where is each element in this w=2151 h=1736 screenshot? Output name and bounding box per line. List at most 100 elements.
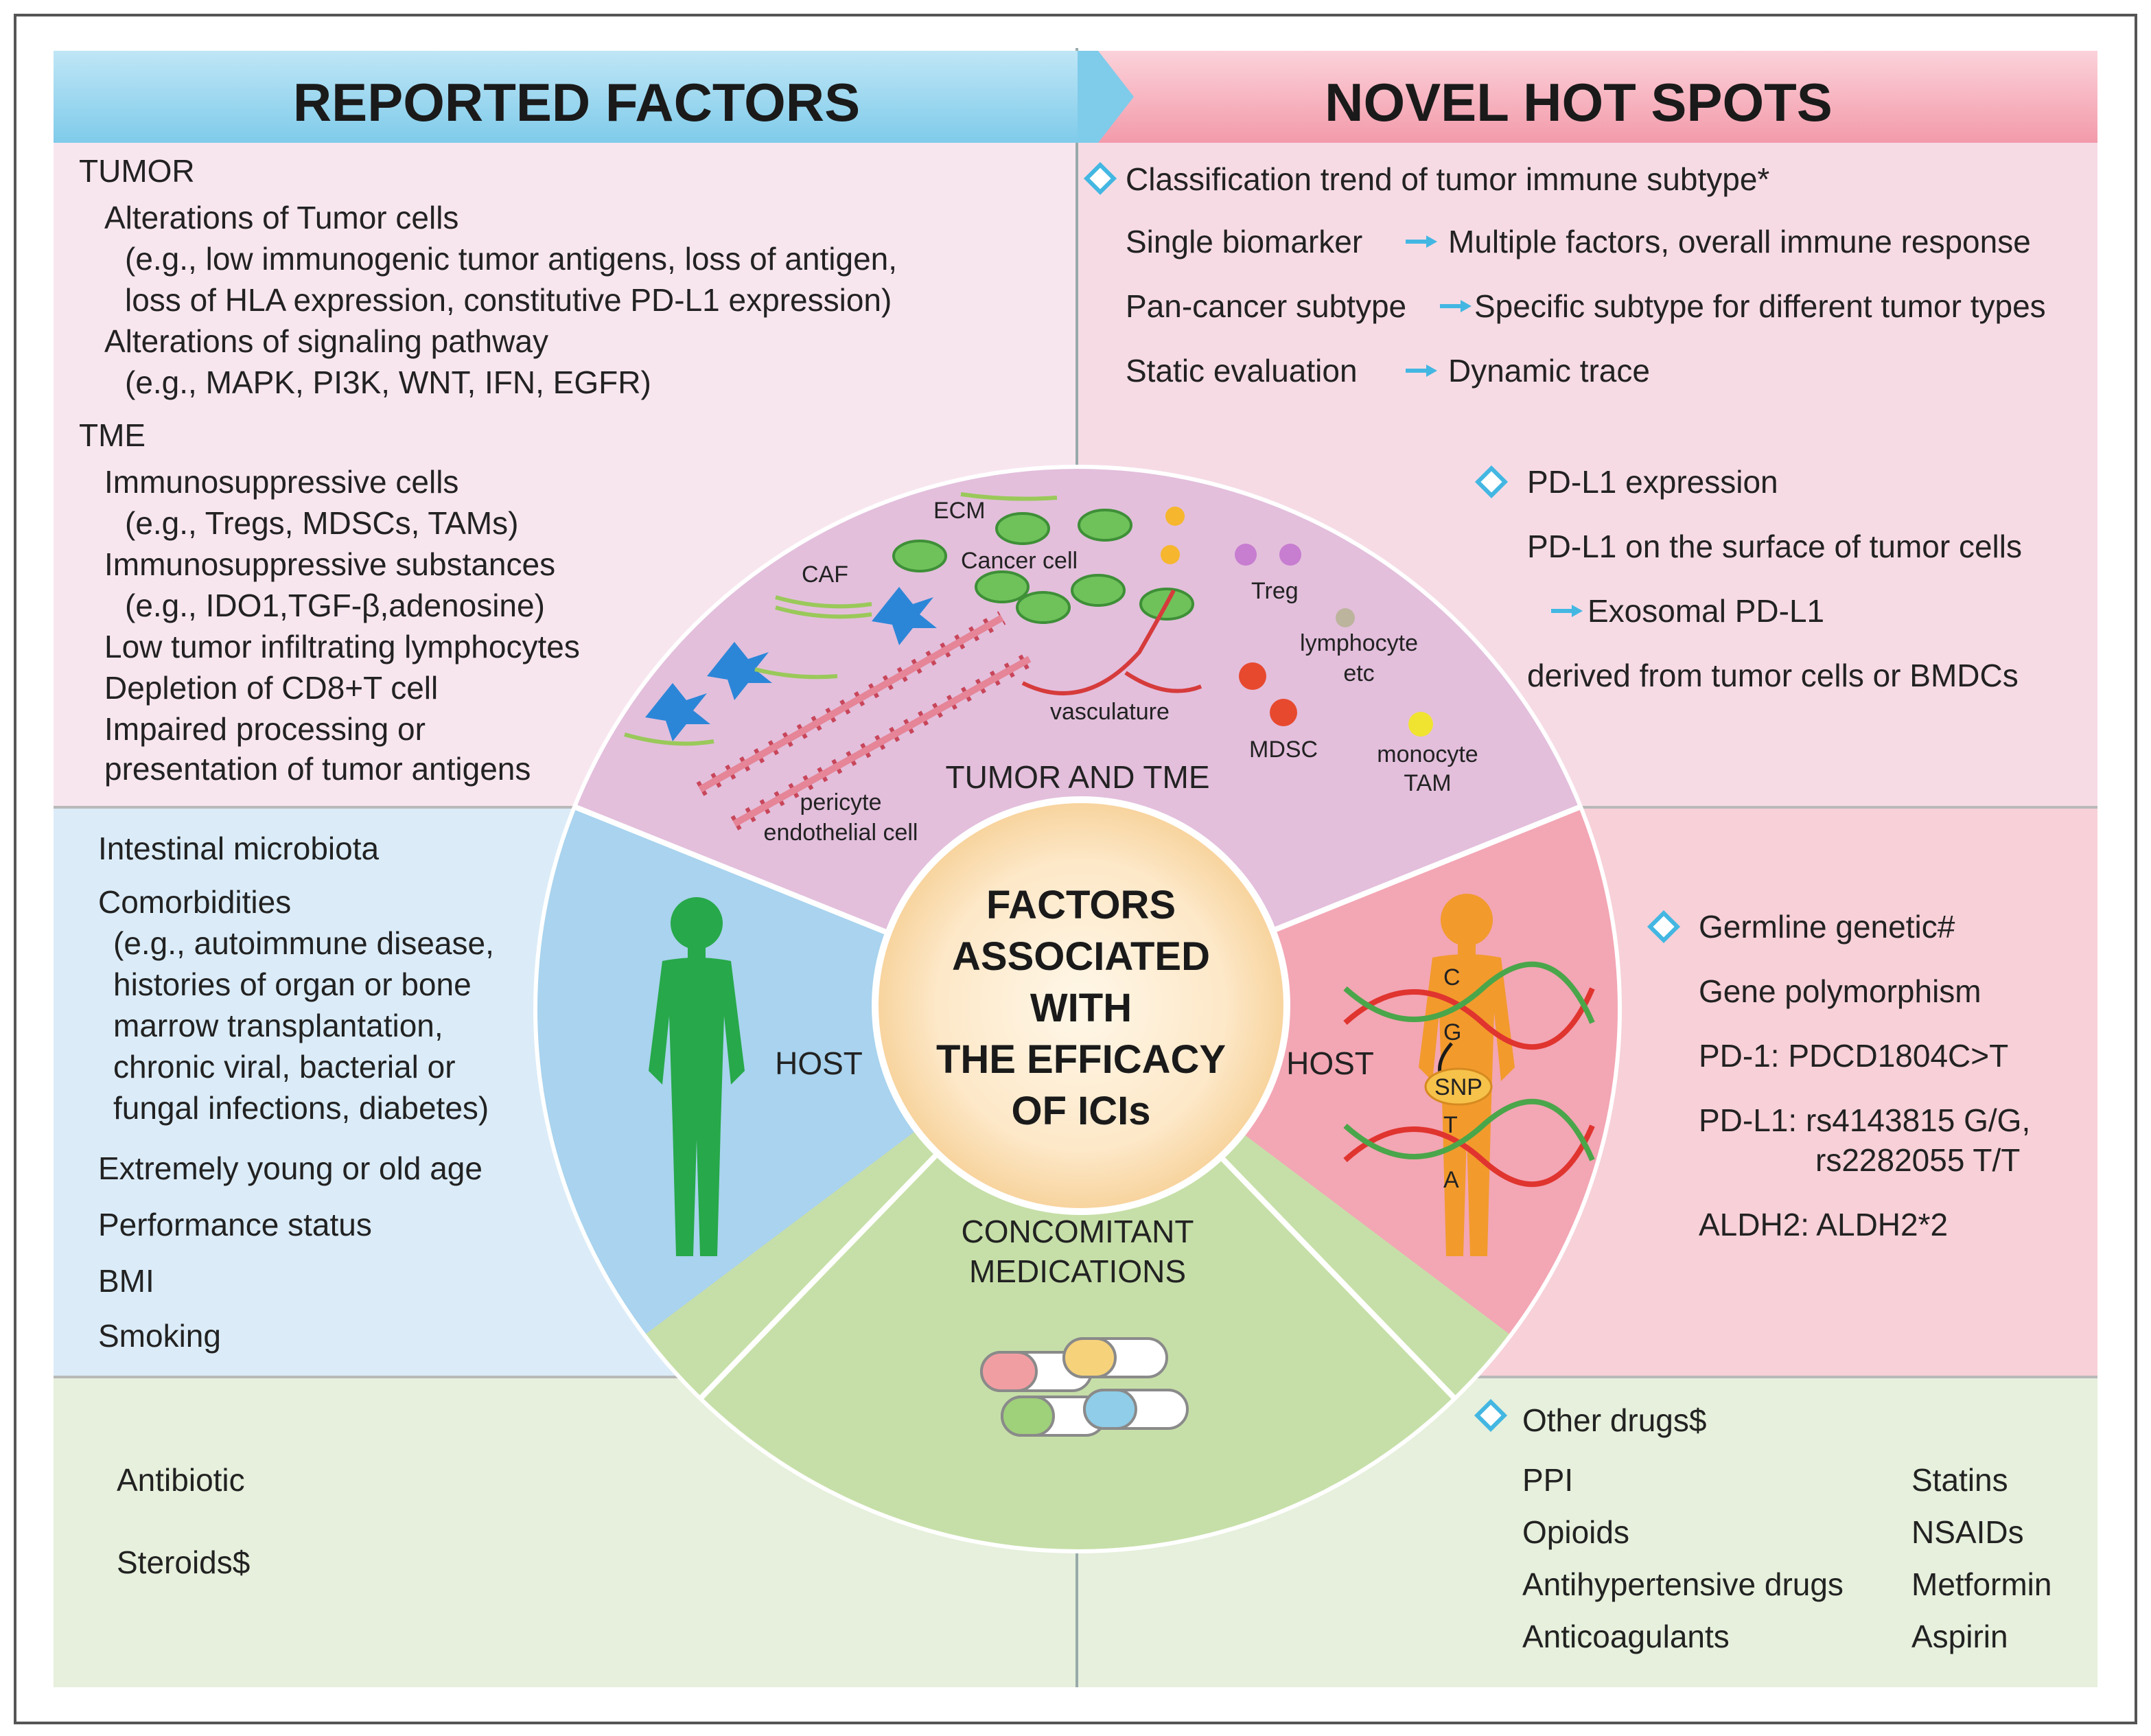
center-line-1: FACTORS	[986, 883, 1176, 927]
label-vasculature: vasculature	[1050, 699, 1170, 725]
pdl1-line: PD-L1 on the surface of tumor cells	[1527, 529, 2022, 564]
label-ecm: ECM	[933, 498, 986, 524]
pdl1-line: Exosomal PD-L1	[1588, 593, 1824, 629]
cancer-cells-illustration	[892, 509, 1194, 624]
host-silhouette-left	[649, 897, 745, 1256]
novel-germline-section: Germline genetic# Gene polymorphism PD-1…	[1650, 909, 2030, 1242]
tme-item: Immunosuppressive cells	[104, 464, 458, 500]
drug-item: Aspirin	[1911, 1619, 2008, 1654]
subtype-from: Single biomarker	[1126, 224, 1362, 259]
header-novel: NOVEL HOT SPOTS	[1325, 72, 1833, 132]
vasculature-illustration	[1021, 589, 1202, 695]
caf-cells-illustration	[624, 492, 1058, 746]
dna-label-g: G	[1443, 1019, 1461, 1045]
host-item: fungal infections, diabetes)	[113, 1090, 489, 1126]
label-pericyte-2: endothelial cell	[764, 820, 918, 846]
dna-label-t: T	[1443, 1112, 1458, 1138]
germline-title: Germline genetic#	[1699, 909, 1955, 945]
novel-pdl1-section: PD-L1 expression PD-L1 on the surface of…	[1478, 464, 2022, 693]
reported-tumor-list: TUMOR Alterations of Tumor cells (e.g., …	[79, 153, 897, 787]
drug-item: Antihypertensive drugs	[1522, 1566, 1844, 1602]
drug-item: NSAIDs	[1911, 1514, 2024, 1550]
germline-line: rs2282055 T/T	[1815, 1142, 2020, 1178]
tme-item: Low tumor infiltrating lymphocytes	[104, 629, 580, 664]
wedge-label-host-right: HOST	[1286, 1045, 1374, 1081]
tumor-item: (e.g., MAPK, PI3K, WNT, IFN, EGFR)	[125, 364, 651, 400]
tumor-item: Alterations of Tumor cells	[104, 200, 458, 235]
drug-item: PPI	[1522, 1462, 1573, 1498]
tumor-item: Alterations of signaling pathway	[104, 323, 548, 359]
germline-line: PD-L1: rs4143815 G/G,	[1699, 1102, 2030, 1138]
center-circle	[872, 796, 1290, 1215]
label-monocyte-2: TAM	[1404, 770, 1451, 796]
dna-label-a: A	[1443, 1167, 1459, 1193]
dna-label-c: C	[1443, 964, 1461, 991]
label-treg: Treg	[1251, 578, 1299, 604]
vessels-illustration	[696, 611, 1034, 831]
host-item: Extremely young or old age	[98, 1150, 482, 1186]
label-lymphocyte-1: lymphocyte	[1300, 630, 1418, 656]
dna-label-snp: SNP	[1434, 1074, 1483, 1100]
subtype-to: Specific subtype for different tumor typ…	[1474, 288, 2046, 324]
tumor-heading: TUMOR	[79, 153, 195, 189]
header-arrow-notch	[1098, 51, 1139, 143]
header-reported: REPORTED FACTORS	[293, 72, 860, 132]
host-item: (e.g., autoimmune disease,	[113, 925, 494, 961]
host-item: Comorbidities	[98, 884, 291, 920]
tme-heading: TME	[79, 417, 146, 453]
tme-item: Impaired processing or	[104, 711, 426, 747]
pills-icon	[980, 1337, 1189, 1437]
subtype-from: Static evaluation	[1126, 353, 1358, 389]
label-caf: CAF	[802, 562, 848, 588]
wedge-label-host-left: HOST	[775, 1045, 863, 1081]
center-line-3: WITH	[1030, 986, 1132, 1030]
tme-item: (e.g., Tregs, MDSCs, TAMs)	[125, 505, 518, 541]
dna-helix-icon	[1343, 961, 1595, 1188]
header-left-bg	[54, 51, 1080, 143]
host-item: marrow transplantation,	[113, 1008, 443, 1043]
center-line-5: OF ICIs	[1011, 1089, 1150, 1133]
tumor-item: (e.g., low immunogenic tumor antigens, l…	[125, 241, 897, 277]
host-item: Intestinal microbiota	[98, 831, 379, 866]
tumor-item: loss of HLA expression, constitutive PD-…	[125, 282, 892, 318]
center-title: FACTORS ASSOCIATED WITH THE EFFICACY OF …	[936, 883, 1226, 1133]
germline-line: ALDH2: ALDH2*2	[1699, 1207, 1948, 1242]
drug-item: Anticoagulants	[1522, 1619, 1730, 1654]
tme-item: Immunosuppressive substances	[104, 546, 555, 582]
label-cancer-cell: Cancer cell	[961, 548, 1078, 574]
center-line-2: ASSOCIATED	[952, 934, 1210, 979]
center-line-4: THE EFFICACY	[936, 1037, 1226, 1082]
host-item: Performance status	[98, 1207, 372, 1242]
label-mdsc: MDSC	[1249, 737, 1318, 763]
novel-drugs-section: Other drugs$ PPI Opioids Antihypertensiv…	[1477, 1402, 2051, 1654]
wedge-label-tumor: TUMOR AND TME	[945, 759, 1209, 795]
med-item-steroids: Steroids$	[117, 1544, 250, 1580]
host-item: histories of organ or bone	[113, 967, 472, 1002]
novel-subtype-section: Classification trend of tumor immune sub…	[1086, 161, 2046, 389]
label-pericyte-1: pericyte	[800, 789, 881, 815]
pdl1-line: derived from tumor cells or BMDCs	[1527, 658, 2019, 693]
host-item: BMI	[98, 1263, 154, 1299]
tme-item: presentation of tumor antigens	[104, 751, 531, 787]
subtype-title: Classification trend of tumor immune sub…	[1126, 161, 1769, 197]
drug-item: Statins	[1911, 1462, 2008, 1498]
snp-badge	[1424, 1067, 1493, 1106]
subtype-from: Pan-cancer subtype	[1126, 288, 1406, 324]
label-lymphocyte-2: etc	[1343, 660, 1374, 686]
subtype-to: Dynamic trace	[1448, 353, 1650, 389]
drug-item: Opioids	[1522, 1514, 1629, 1550]
host-item: chronic viral, bacterial or	[113, 1049, 456, 1085]
header-right-bg	[1139, 51, 2097, 143]
germline-line: PD-1: PDCD1804C>T	[1699, 1038, 2008, 1074]
drug-item: Metformin	[1911, 1566, 2051, 1602]
reported-host-list: Intestinal microbiota Comorbidities (e.g…	[98, 831, 494, 1354]
label-monocyte-1: monocyte	[1377, 741, 1478, 767]
wedge-label-meds-1: CONCOMITANT	[961, 1214, 1194, 1249]
subtype-to: Multiple factors, overall immune respons…	[1448, 224, 2031, 259]
drugs-title: Other drugs$	[1522, 1402, 1706, 1438]
pdl1-title: PD-L1 expression	[1527, 464, 1778, 500]
wheel-outline	[533, 465, 1622, 1553]
host-item: Smoking	[98, 1318, 221, 1354]
wedge-label-meds-2: MEDICATIONS	[969, 1253, 1186, 1289]
